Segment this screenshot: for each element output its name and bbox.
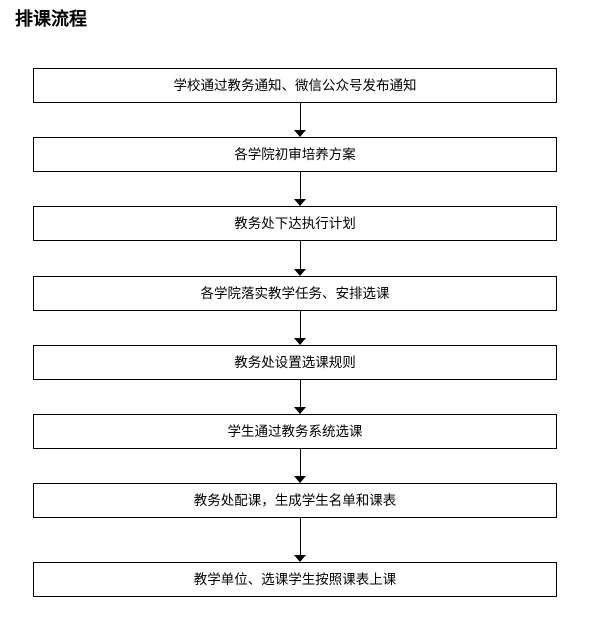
arrowhead-icon — [294, 476, 306, 483]
flow-node-label: 各学院初审培养方案 — [234, 146, 356, 163]
flow-node-label: 教务处下达执行计划 — [234, 215, 356, 232]
arrowhead-icon — [294, 269, 306, 276]
connector-line — [300, 241, 301, 269]
flow-node-label: 学校通过教务通知、微信公众号发布通知 — [173, 77, 417, 94]
flow-node-step-3[interactable]: 教务处下达执行计划 — [33, 206, 557, 241]
flow-connector-7-8 — [294, 518, 307, 562]
flow-node-step-2[interactable]: 各学院初审培养方案 — [33, 137, 557, 172]
flow-connector-2-3 — [294, 172, 307, 206]
flow-node-step-5[interactable]: 教务处设置选课规则 — [33, 345, 557, 380]
arrowhead-icon — [294, 407, 306, 414]
flow-connector-5-6 — [294, 380, 307, 414]
flow-node-label: 教务处设置选课规则 — [234, 354, 356, 371]
connector-line — [300, 380, 301, 407]
flow-connector-1-2 — [294, 103, 307, 137]
connector-line — [300, 172, 301, 199]
flow-connector-6-7 — [294, 449, 307, 483]
arrowhead-icon — [294, 338, 306, 345]
connector-line — [300, 311, 301, 338]
flow-node-step-6[interactable]: 学生通过教务系统选课 — [33, 414, 557, 449]
flow-node-label: 教务处配课，生成学生名单和课表 — [193, 492, 397, 509]
flow-node-step-1[interactable]: 学校通过教务通知、微信公众号发布通知 — [33, 68, 557, 103]
flow-node-step-7[interactable]: 教务处配课，生成学生名单和课表 — [33, 483, 557, 518]
connector-line — [300, 103, 301, 130]
arrowhead-icon — [294, 555, 306, 562]
flow-node-label: 各学院落实教学任务、安排选课 — [200, 285, 390, 302]
flow-node-step-8[interactable]: 教学单位、选课学生按照课表上课 — [33, 562, 557, 597]
page-title: 排课流程 — [15, 9, 87, 30]
flow-node-label: 教学单位、选课学生按照课表上课 — [193, 571, 397, 588]
flow-connector-3-4 — [294, 241, 307, 276]
connector-line — [300, 518, 301, 555]
connector-line — [300, 449, 301, 476]
arrowhead-icon — [294, 199, 306, 206]
flow-node-label: 学生通过教务系统选课 — [227, 423, 363, 440]
arrowhead-icon — [294, 130, 306, 137]
flow-node-step-4[interactable]: 各学院落实教学任务、安排选课 — [33, 276, 557, 311]
flow-connector-4-5 — [294, 311, 307, 345]
